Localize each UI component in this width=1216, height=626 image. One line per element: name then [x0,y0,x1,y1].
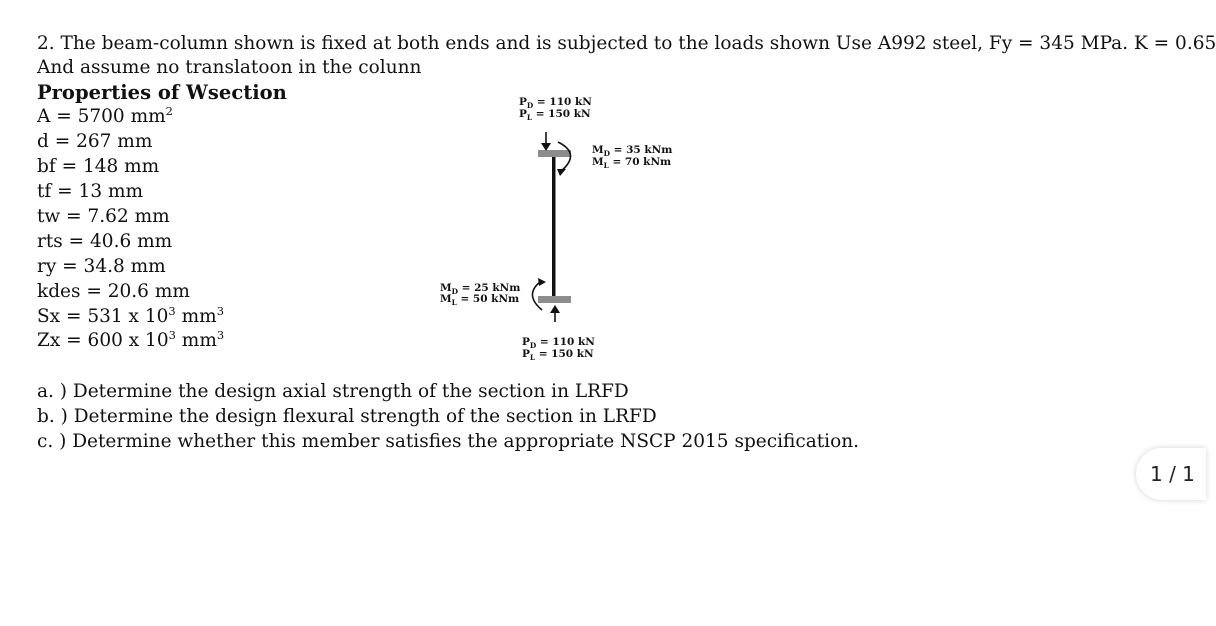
property-web-thickness: tw = 7.62 mm [37,206,170,227]
part-b: b. ) Determine the design flexural stren… [37,406,657,427]
part-c: c. ) Determine whether this member satis… [37,431,860,452]
page-indicator: 1 / 1 [1136,448,1206,500]
bottom-moment-arrow-head [538,278,546,286]
label-top-pd: PD = 110 kN [519,96,592,111]
label-bottom-md: MD = 25 kNm [440,282,521,297]
top-moment-arrow-head [557,169,566,176]
property-kdes: kdes = 20.6 mm [37,281,190,302]
bottom-axial-arrow-head [550,305,560,313]
label-top-ml: ML = 70 kNm [592,156,672,171]
property-flange-thickness: tf = 13 mm [37,181,144,202]
properties-heading: Properties of Wsection [37,81,287,104]
property-rts: rts = 40.6 mm [37,231,173,252]
property-area: A = 5700 mm2 [37,103,173,127]
property-zx: Zx = 600 x 103 mm3 [37,327,225,351]
label-bottom-pd: PD = 110 kN [522,336,595,351]
diagram-graphic [531,132,572,322]
part-a: a. ) Determine the design axial strength… [37,381,629,402]
problem-line-2: And assume no translatoon in the colunn [37,57,422,78]
property-ry: ry = 34.8 mm [37,256,166,277]
label-top-md: MD = 35 kNm [592,144,673,159]
property-flange-width: bf = 148 mm [37,156,160,177]
property-sx: Sx = 531 x 103 mm3 [37,303,224,327]
label-bottom-pl: PL = 150 kN [522,348,594,363]
column-member [552,154,556,298]
top-support-plate [538,150,571,157]
bottom-support-plate [538,296,571,303]
top-axial-arrow-head [541,143,551,151]
label-bottom-ml: ML = 50 kNm [440,293,520,308]
problem-line-1: 2. The beam-column shown is fixed at bot… [37,33,1216,54]
property-depth: d = 267 mm [37,131,153,152]
label-top-pl: PL = 150 kN [519,108,591,123]
bottom-moment-arc [531,281,543,311]
